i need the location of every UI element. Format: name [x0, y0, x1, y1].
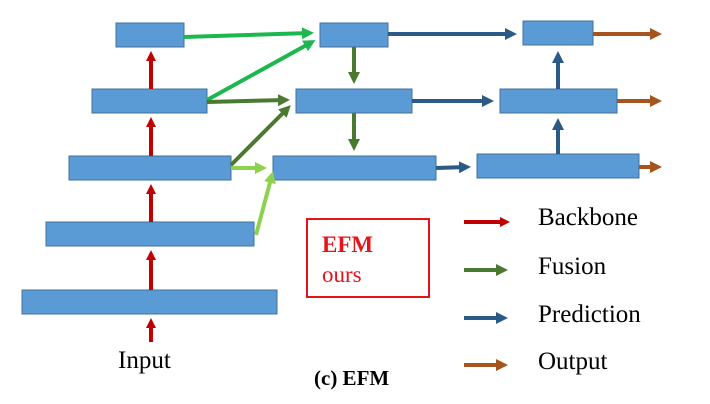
fusion-block-bottom [272, 155, 437, 181]
backbone-block-3 [68, 155, 232, 181]
prediction-block-top [522, 20, 594, 46]
fusion-arrow-level3-to-middle [229, 105, 291, 167]
prediction-block-middle [499, 88, 618, 114]
backbone-block-4 [91, 88, 208, 114]
figure-caption: (c) EFM [314, 366, 390, 390]
prediction-block-bottom [476, 153, 640, 179]
legend-output-label: Output [538, 348, 608, 375]
input-label: Input [118, 347, 171, 374]
backbone-block-5 [115, 22, 185, 48]
backbone-block-2 [45, 221, 255, 247]
fusion-block-top [319, 22, 389, 48]
backbone-block-1 [21, 289, 278, 315]
fusion-arrow-level4-to-top [206, 40, 316, 102]
fusion-arrow-level4-to-middle [206, 94, 290, 107]
efm-highlight-box: EFM ours [306, 218, 430, 298]
legend-prediction-label: Prediction [538, 301, 641, 328]
legend-fusion-label: Fusion [538, 253, 607, 280]
efm-subtitle: ours [322, 262, 362, 287]
efm-title: EFM [322, 232, 374, 257]
prediction-arrow-bottom [435, 161, 471, 174]
legend-backbone-label: Backbone [538, 204, 638, 231]
fusion-arrow-top-to-top [183, 27, 314, 40]
fusion-arrow-level2-to-bottom [254, 171, 276, 236]
fusion-block-middle [295, 88, 413, 114]
